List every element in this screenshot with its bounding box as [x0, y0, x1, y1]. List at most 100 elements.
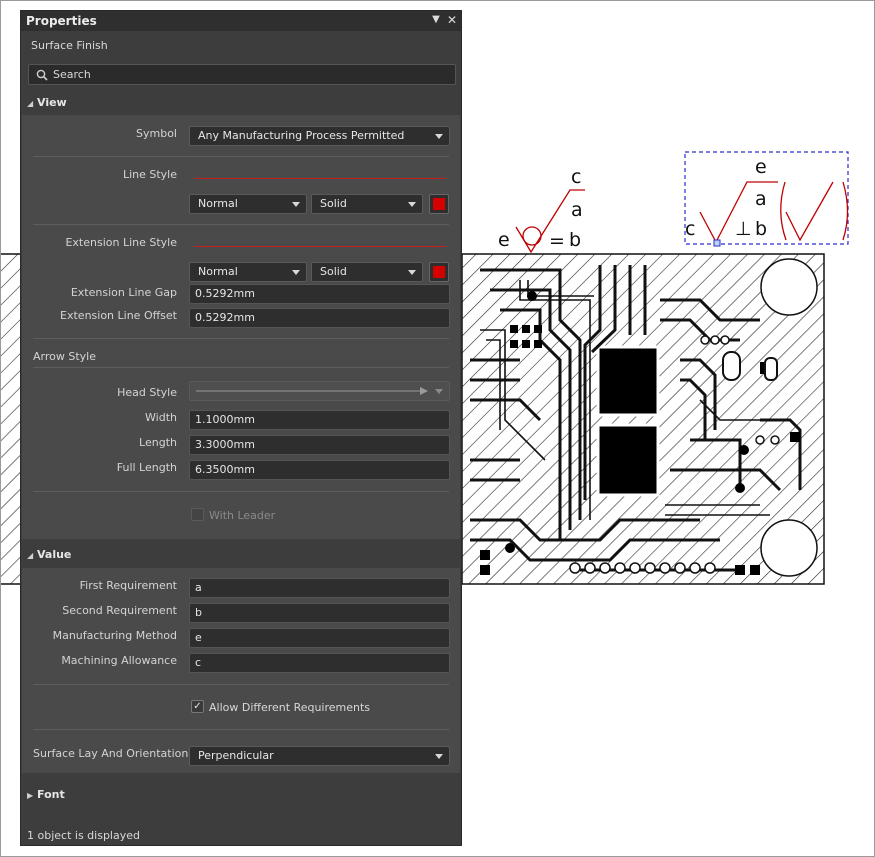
manufacturing-method-label: Manufacturing Method	[52, 629, 177, 642]
second-requirement-field[interactable]: b	[189, 603, 450, 623]
triangle-down-icon: ◢	[27, 551, 34, 560]
color-swatch-fill	[433, 198, 445, 210]
chevron-down-icon	[435, 389, 443, 394]
symbol-right-c: c	[685, 218, 695, 240]
symbol-right-e: e	[755, 156, 767, 178]
chevron-down-icon	[435, 754, 443, 759]
width-field[interactable]: 1.1000mm	[189, 410, 450, 430]
ext-gap-field[interactable]: 0.5292mm	[189, 284, 450, 304]
pcb-board	[461, 253, 825, 585]
line-type-dropdown[interactable]: Solid	[311, 194, 423, 214]
symbol-dropdown-value: Any Manufacturing Process Permitted	[198, 129, 405, 142]
selection-handle[interactable]	[713, 239, 721, 247]
pcb-traces	[470, 265, 802, 572]
ext-line-style-label: Extension Line Style	[65, 236, 177, 249]
color-swatch-fill	[433, 266, 445, 278]
chevron-down-icon	[292, 270, 300, 275]
machining-allowance-label: Machining Allowance	[61, 654, 177, 667]
ext-offset-label: Extension Line Offset	[60, 309, 177, 322]
pcb-fine-traces	[480, 280, 770, 520]
chevron-down-icon	[408, 270, 416, 275]
triangle-down-icon[interactable]: ▼	[432, 14, 440, 25]
first-requirement-field[interactable]: a	[189, 578, 450, 598]
mounting-hole	[760, 519, 818, 577]
divider	[33, 684, 449, 685]
section-font-header[interactable]: ▶Font	[27, 788, 65, 801]
pcb-board-left-edge	[0, 253, 23, 585]
divider	[33, 338, 449, 339]
pcb-vias	[569, 335, 780, 574]
divider	[33, 224, 449, 225]
surface-finish-symbol-right-selected[interactable]: e a c ⊥ b	[684, 151, 849, 247]
arrow-style-header: Arrow Style	[33, 350, 96, 363]
full-length-field[interactable]: 6.3500mm	[189, 460, 450, 480]
line-style-label: Line Style	[122, 168, 177, 181]
ext-gap-label: Extension Line Gap	[70, 286, 177, 299]
arrow-preview-icon	[196, 387, 428, 395]
search-input[interactable]	[53, 66, 448, 83]
section-font-title: Font	[37, 788, 65, 801]
section-value-title: Value	[37, 548, 72, 561]
selection-box	[684, 151, 849, 245]
manufacturing-method-field[interactable]: e	[189, 628, 450, 648]
triangle-right-icon: ▶	[27, 791, 34, 800]
chevron-down-icon	[292, 202, 300, 207]
triangle-down-icon: ◢	[27, 99, 34, 108]
length-field[interactable]: 3.3000mm	[189, 435, 450, 455]
section-view-title: View	[37, 96, 67, 109]
search-icon	[36, 69, 48, 81]
ic-chip	[596, 423, 660, 497]
divider	[33, 367, 449, 368]
with-leader-label: With Leader	[209, 509, 276, 522]
head-style-dropdown[interactable]	[189, 381, 450, 401]
close-icon[interactable]: ✕	[446, 13, 458, 27]
divider	[33, 156, 449, 157]
panel-title-bar[interactable]	[21, 11, 461, 31]
ext-line-width-dropdown[interactable]: Normal	[189, 262, 307, 282]
length-label: Length	[139, 436, 177, 449]
width-label: Width	[145, 411, 177, 424]
symbol-left-c: c	[571, 166, 581, 188]
symbol-label: Symbol	[136, 127, 177, 140]
surface-lay-label: Surface Lay And Orientation	[33, 747, 189, 760]
line-width-dropdown[interactable]: Normal	[189, 194, 307, 214]
section-view-header[interactable]: ◢View	[27, 96, 67, 109]
head-style-label: Head Style	[117, 386, 177, 399]
symbol-left-lay: =	[549, 230, 565, 252]
surface-lay-dropdown[interactable]: Perpendicular	[189, 746, 450, 766]
search-box[interactable]	[28, 64, 456, 85]
properties-panel: Properties ▼ ✕ Surface Finish ◢View Symb…	[20, 10, 462, 846]
panel-title: Properties	[26, 14, 97, 28]
symbol-left-b: b	[569, 229, 581, 251]
symbol-left-e: e	[498, 229, 510, 251]
ext-line-color-swatch[interactable]	[429, 262, 449, 282]
ext-line-type-dropdown[interactable]: Solid	[311, 262, 423, 282]
panel-subtitle: Surface Finish	[31, 39, 108, 52]
ext-offset-field[interactable]: 0.5292mm	[189, 308, 450, 328]
machining-allowance-field[interactable]: c	[189, 653, 450, 673]
allow-different-label: Allow Different Requirements	[209, 701, 371, 714]
first-requirement-label: First Requirement	[79, 579, 177, 592]
line-style-preview	[194, 178, 446, 179]
line-type-value: Solid	[320, 197, 347, 210]
surface-finish-symbol-left[interactable]: c a e = b	[498, 166, 585, 254]
with-leader-checkbox[interactable]	[191, 508, 204, 521]
ext-line-style-preview	[194, 246, 446, 247]
line-color-swatch[interactable]	[429, 194, 449, 214]
allow-different-checkbox[interactable]: ✓	[191, 700, 204, 713]
chevron-down-icon	[435, 134, 443, 139]
symbol-left-a: a	[571, 199, 583, 221]
section-value-header[interactable]: ◢Value	[27, 548, 71, 561]
second-requirement-label: Second Requirement	[62, 604, 177, 617]
symbol-right-a: a	[755, 188, 767, 210]
component-oval	[764, 357, 778, 381]
symbol-dropdown[interactable]: Any Manufacturing Process Permitted	[189, 126, 450, 146]
line-width-value: Normal	[198, 197, 238, 210]
ext-line-type-value: Solid	[320, 265, 347, 278]
mounting-hole	[760, 258, 818, 316]
divider	[33, 729, 449, 730]
divider	[33, 491, 449, 492]
ext-line-width-value: Normal	[198, 265, 238, 278]
status-text: 1 object is displayed	[27, 829, 140, 842]
